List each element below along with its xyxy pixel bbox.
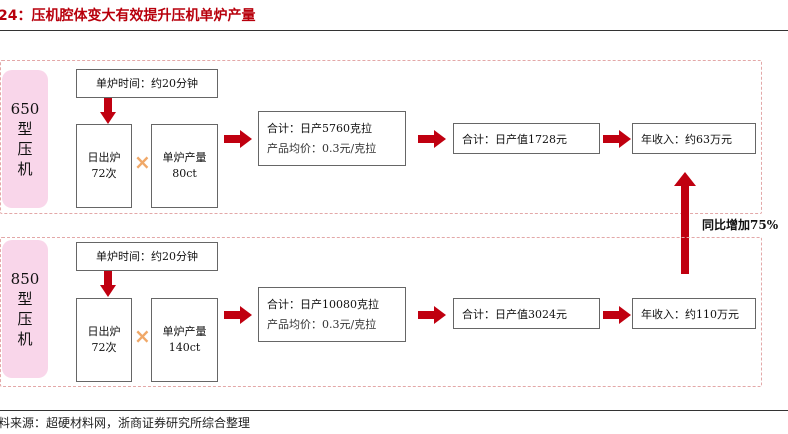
right-arrow-850-2 xyxy=(418,306,446,324)
daily-total-650: 合计：日产5760克拉 xyxy=(267,121,372,135)
daily-total-box-850: 合计：日产10080克拉 产品均价：0.3元/克拉 xyxy=(258,287,406,342)
top-rule xyxy=(0,30,788,31)
right-arrow-650-1 xyxy=(224,130,252,148)
growth-label: 同比增加75% xyxy=(702,218,779,232)
up-arrow-growth xyxy=(674,172,696,274)
multiply-icon-650: × xyxy=(134,150,151,174)
right-arrow-650-2 xyxy=(418,130,446,148)
model-label-650: 650 型 压 机 xyxy=(2,70,48,208)
daily-value-box-850: 合计：日产值3024元 xyxy=(453,298,600,329)
model-label-850: 850 型 压 机 xyxy=(2,240,48,378)
per-furnace-output-box-850: 单炉产量 140ct xyxy=(151,298,218,382)
daily-value-box-650: 合计：日产值1728元 xyxy=(453,123,600,154)
right-arrow-850-3 xyxy=(603,306,631,324)
panel-650 xyxy=(0,60,762,214)
avg-price-850: 产品均价：0.3元/克拉 xyxy=(267,317,377,331)
annual-revenue-box-650: 年收入：约63万元 xyxy=(632,123,756,154)
per-furnace-output-box-650: 单炉产量 80ct xyxy=(151,124,218,208)
daily-output-box-850: 日出炉 72次 xyxy=(76,298,132,382)
avg-price-650: 产品均价：0.3元/克拉 xyxy=(267,141,377,155)
down-arrow-650 xyxy=(100,98,116,124)
down-arrow-850 xyxy=(100,271,116,297)
right-arrow-650-3 xyxy=(603,130,631,148)
multiply-icon-850: × xyxy=(134,324,151,348)
daily-total-box-650: 合计：日产5760克拉 产品均价：0.3元/克拉 xyxy=(258,111,406,166)
furnace-time-box-850: 单炉时间：约20分钟 xyxy=(76,242,218,271)
bottom-rule xyxy=(0,410,788,411)
figure-title: 24：压机腔体变大有效提升压机单炉产量 xyxy=(0,8,256,24)
source-note: 料来源：超硬材料网，浙商证券研究所综合整理 xyxy=(0,416,251,430)
annual-revenue-box-850: 年收入：约110万元 xyxy=(632,298,756,329)
panel-850 xyxy=(0,237,762,387)
right-arrow-850-1 xyxy=(224,306,252,324)
daily-total-850: 合计：日产10080克拉 xyxy=(267,297,379,311)
daily-output-box-650: 日出炉 72次 xyxy=(76,124,132,208)
furnace-time-box-650: 单炉时间：约20分钟 xyxy=(76,69,218,98)
